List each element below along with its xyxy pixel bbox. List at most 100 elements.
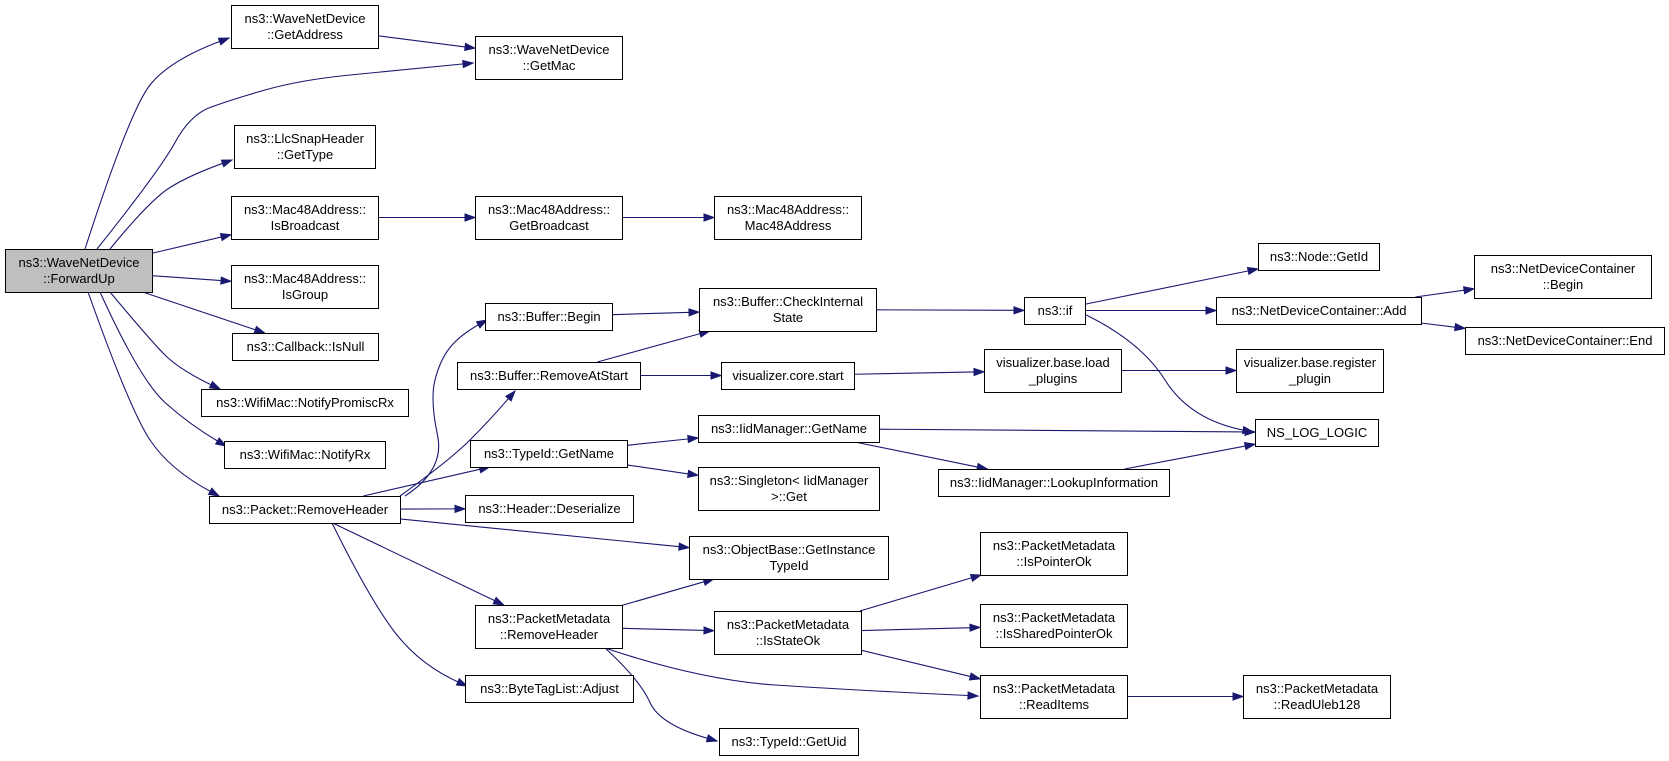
- edge-root-to-packet_removeheader: [87, 291, 221, 497]
- node-pm-isstateok[interactable]: ns3::PacketMetadata::IsStateOk: [714, 611, 862, 655]
- edge-arrowhead: [504, 389, 516, 402]
- node-typeid-getname[interactable]: ns3::TypeId::GetName: [470, 440, 628, 468]
- node-llc-gettype[interactable]: ns3::LlcSnapHeader::GetType: [234, 125, 376, 169]
- node-box: [699, 288, 877, 332]
- node-buffer-begin[interactable]: ns3::Buffer::Begin: [485, 303, 613, 331]
- edge-iidmanager_lookup-to-ns_log_logic: [1124, 442, 1257, 470]
- node-label: ::GetType: [277, 147, 333, 162]
- node-pm-removeheader[interactable]: ns3::PacketMetadata::RemoveHeader: [475, 605, 623, 649]
- node-ns3-if[interactable]: ns3::if: [1024, 297, 1086, 325]
- node-label: ns3::WaveNetDevice: [19, 255, 140, 270]
- node-singleton-get[interactable]: ns3::Singleton< IidManager >::Get: [698, 467, 880, 511]
- node-iidmanager-getname[interactable]: ns3::IidManager::GetName: [698, 415, 880, 443]
- node-bytetaglist-adjust[interactable]: ns3::ByteTagList::Adjust: [465, 675, 634, 703]
- node-wnd-getaddress[interactable]: ns3::WaveNetDevice::GetAddress: [231, 5, 379, 49]
- node-pm-ispointerok[interactable]: ns3::PacketMetadata::IsPointerOk: [980, 532, 1128, 576]
- edge-arrowhead: [968, 672, 982, 681]
- node-packet-removeheader[interactable]: ns3::Packet::RemoveHeader: [209, 496, 401, 524]
- node-box: [714, 611, 862, 655]
- edge-mac48_getbroadcast-to-mac48_mac48address: [622, 213, 716, 222]
- edge-pm_isstateok-to-pm_issharedpointerok: [860, 623, 982, 632]
- node-label: ns3::WifiMac::NotifyPromiscRx: [216, 395, 394, 410]
- node-box: [1255, 419, 1379, 447]
- node-label: visualizer.base.register: [1244, 355, 1377, 370]
- edge-arrowhead: [710, 371, 723, 380]
- edge-arrowhead: [1232, 692, 1245, 701]
- node-ndc-end[interactable]: ns3::NetDeviceContainer::End: [1465, 327, 1665, 355]
- node-box: [470, 440, 628, 468]
- node-label: ns3::TypeId::GetUid: [732, 734, 847, 749]
- node-pm-readitems[interactable]: ns3::PacketMetadata::ReadItems: [980, 675, 1128, 719]
- node-box: [714, 196, 862, 240]
- node-wifimac-notifyrx[interactable]: ns3::WifiMac::NotifyRx: [224, 441, 386, 469]
- node-vis-register-plugin[interactable]: visualizer.base.register_plugin: [1236, 349, 1384, 393]
- node-label: ns3::WaveNetDevice: [245, 11, 366, 26]
- node-label: ::ReadItems: [1019, 697, 1090, 712]
- node-mac48-getbroadcast[interactable]: ns3::Mac48Address::GetBroadcast: [475, 196, 623, 240]
- edge-root-to-wifimac_notifyrx: [99, 291, 228, 447]
- node-vis-load-plugins[interactable]: visualizer.base.load_plugins: [984, 349, 1122, 393]
- node-mac48-isbroadcast[interactable]: ns3::Mac48Address::IsBroadcast: [231, 196, 379, 240]
- node-visualizer-core-start[interactable]: visualizer.core.start: [721, 362, 855, 390]
- node-label: ::RemoveHeader: [500, 627, 599, 642]
- node-label: >::Get: [771, 489, 807, 504]
- node-box: [475, 36, 623, 80]
- edge-line: [604, 647, 710, 740]
- edge-ns3_if-to-node_getid: [1084, 266, 1260, 305]
- node-label: Mac48Address: [745, 218, 832, 233]
- node-pm-issharedpointerok[interactable]: ns3::PacketMetadata::IsSharedPointerOk: [980, 604, 1128, 648]
- node-label: ns3::Node::GetId: [1270, 249, 1368, 264]
- node-box: [1216, 297, 1422, 325]
- edge-packet_removeheader-to-header_deserialize: [399, 504, 467, 514]
- edge-line: [151, 236, 224, 254]
- node-buffer-removeatstart[interactable]: ns3::Buffer::RemoveAtStart: [457, 362, 641, 390]
- edge-packet_removeheader-to-typeid_getname: [363, 465, 492, 497]
- edge-line: [626, 464, 691, 475]
- edge-arrowhead: [703, 626, 716, 635]
- node-box: [209, 496, 401, 524]
- edge-line: [109, 291, 214, 387]
- node-label: ns3::PacketMetadata: [993, 610, 1116, 625]
- node-header-deserialize[interactable]: ns3::Header::Deserialize: [465, 495, 634, 523]
- edge-line: [363, 468, 483, 497]
- node-box: [5, 249, 153, 293]
- node-ndc-add[interactable]: ns3::NetDeviceContainer::Add: [1216, 297, 1422, 325]
- node-label: ns3::Buffer::CheckInternal: [713, 294, 863, 309]
- edge-packet_removeheader-to-bytetaglist_adjust: [331, 522, 469, 687]
- node-pm-readuleb128[interactable]: ns3::PacketMetadata::ReadUleb128: [1243, 675, 1391, 719]
- node-box: [689, 536, 889, 580]
- node-mac48-mac48address[interactable]: ns3::Mac48Address::Mac48Address: [714, 196, 862, 240]
- node-wifimac-notifypromiscrx[interactable]: ns3::WifiMac::NotifyPromiscRx: [201, 389, 409, 417]
- node-mac48-isgroup[interactable]: ns3::Mac48Address::IsGroup: [231, 265, 379, 309]
- edge-line: [96, 63, 466, 250]
- node-iidmanager-lookup[interactable]: ns3::IidManager::LookupInformation: [938, 469, 1170, 497]
- node-callback-isnull[interactable]: ns3::Callback::IsNull: [232, 333, 379, 361]
- edge-line: [597, 332, 703, 363]
- edge-line: [1124, 445, 1248, 470]
- edge-line: [860, 627, 973, 632]
- node-box: [234, 125, 376, 169]
- node-box: [721, 362, 855, 390]
- edge-packet_removeheader-to-buffer_begin: [404, 319, 489, 497]
- node-node-getid[interactable]: ns3::Node::GetId: [1258, 243, 1380, 271]
- node-label: ns3::PacketMetadata: [727, 617, 850, 632]
- edge-packet_removeheader-to-pm_removeheader: [332, 522, 506, 606]
- node-typeid-getuid[interactable]: ns3::TypeId::GetUid: [719, 728, 859, 756]
- node-box: [1236, 349, 1384, 393]
- node-ndc-begin[interactable]: ns3::NetDeviceContainer::Begin: [1474, 255, 1652, 299]
- nodes-layer: ns3::WaveNetDevice::ForwardUpns3::WaveNe…: [5, 5, 1665, 756]
- node-wnd-getmac[interactable]: ns3::WaveNetDevice::GetMac: [475, 36, 623, 80]
- edge-ndc_add-to-ndc_end: [1420, 322, 1467, 332]
- node-box: [1474, 255, 1652, 299]
- edge-root-to-callback_isnull: [142, 291, 267, 334]
- node-label: ns3::IidManager::LookupInformation: [950, 475, 1158, 490]
- edge-arrowhead: [973, 367, 986, 377]
- edge-line: [878, 428, 1248, 433]
- node-box: [1024, 297, 1086, 325]
- edge-line: [875, 309, 1017, 311]
- edge-arrowhead: [688, 308, 701, 317]
- edge-line: [621, 627, 707, 632]
- node-ns-log-logic[interactable]: NS_LOG_LOGIC: [1255, 419, 1379, 447]
